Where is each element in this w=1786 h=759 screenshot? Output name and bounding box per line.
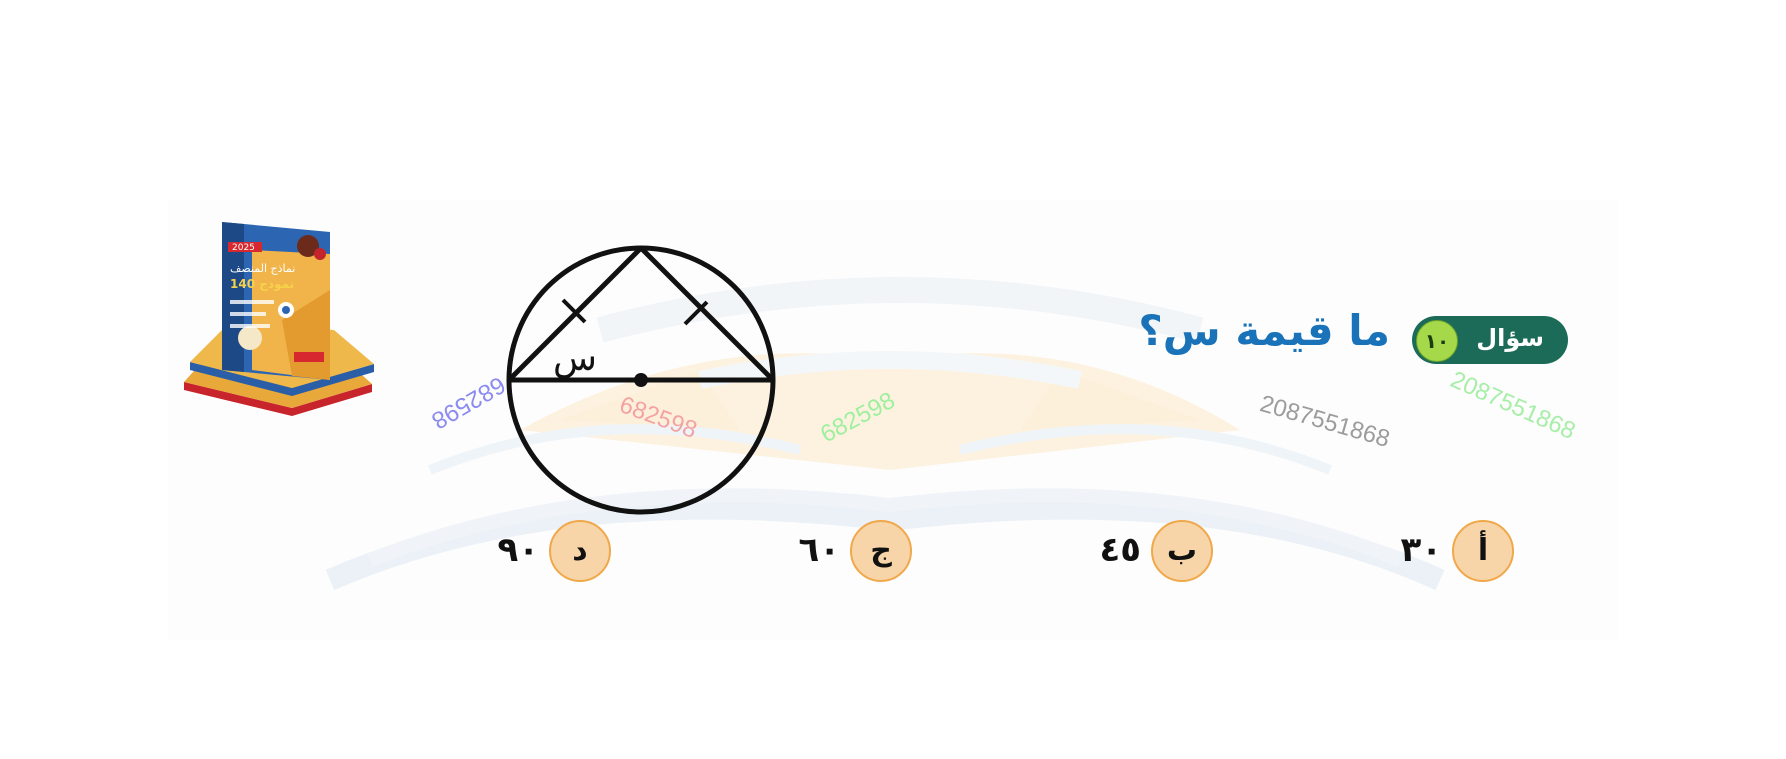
- circle-triangle-figure: س: [495, 240, 795, 524]
- choice-b-value: ٤٥: [1099, 530, 1141, 570]
- question-badge-label: سؤال: [1476, 324, 1544, 352]
- center-point: [634, 373, 648, 387]
- choice-a-letter: أ: [1452, 520, 1514, 582]
- book-year: 2025: [232, 243, 255, 253]
- choice-c-letter: ج: [850, 520, 912, 582]
- tick-left: [561, 298, 587, 324]
- question-number: ١٠: [1416, 320, 1458, 362]
- book-count: 140 نموذج: [230, 277, 294, 292]
- choice-c[interactable]: ج ٦٠: [772, 520, 912, 582]
- choice-c-value: ٦٠: [798, 530, 840, 570]
- choice-d-value: ٩٠: [497, 530, 539, 570]
- choice-d-letter: د: [549, 520, 611, 582]
- question-text: ما قيمة س؟: [1138, 306, 1390, 355]
- tick-right: [683, 300, 709, 326]
- choice-a[interactable]: أ ٣٠: [1374, 520, 1514, 582]
- triangle-right-side: [639, 246, 775, 382]
- book-title: نماذج المنصف: [230, 262, 295, 275]
- angle-label-x: س: [553, 338, 597, 379]
- choice-b-letter: ب: [1151, 520, 1213, 582]
- choice-d[interactable]: د ٩٠: [471, 520, 611, 582]
- question-badge: سؤال ١٠: [1412, 316, 1568, 364]
- choice-b[interactable]: ب ٤٥: [1073, 520, 1213, 582]
- choice-a-value: ٣٠: [1400, 530, 1442, 570]
- book-stack-image: 2025 نماذج المنصف 140 نموذج: [182, 220, 382, 434]
